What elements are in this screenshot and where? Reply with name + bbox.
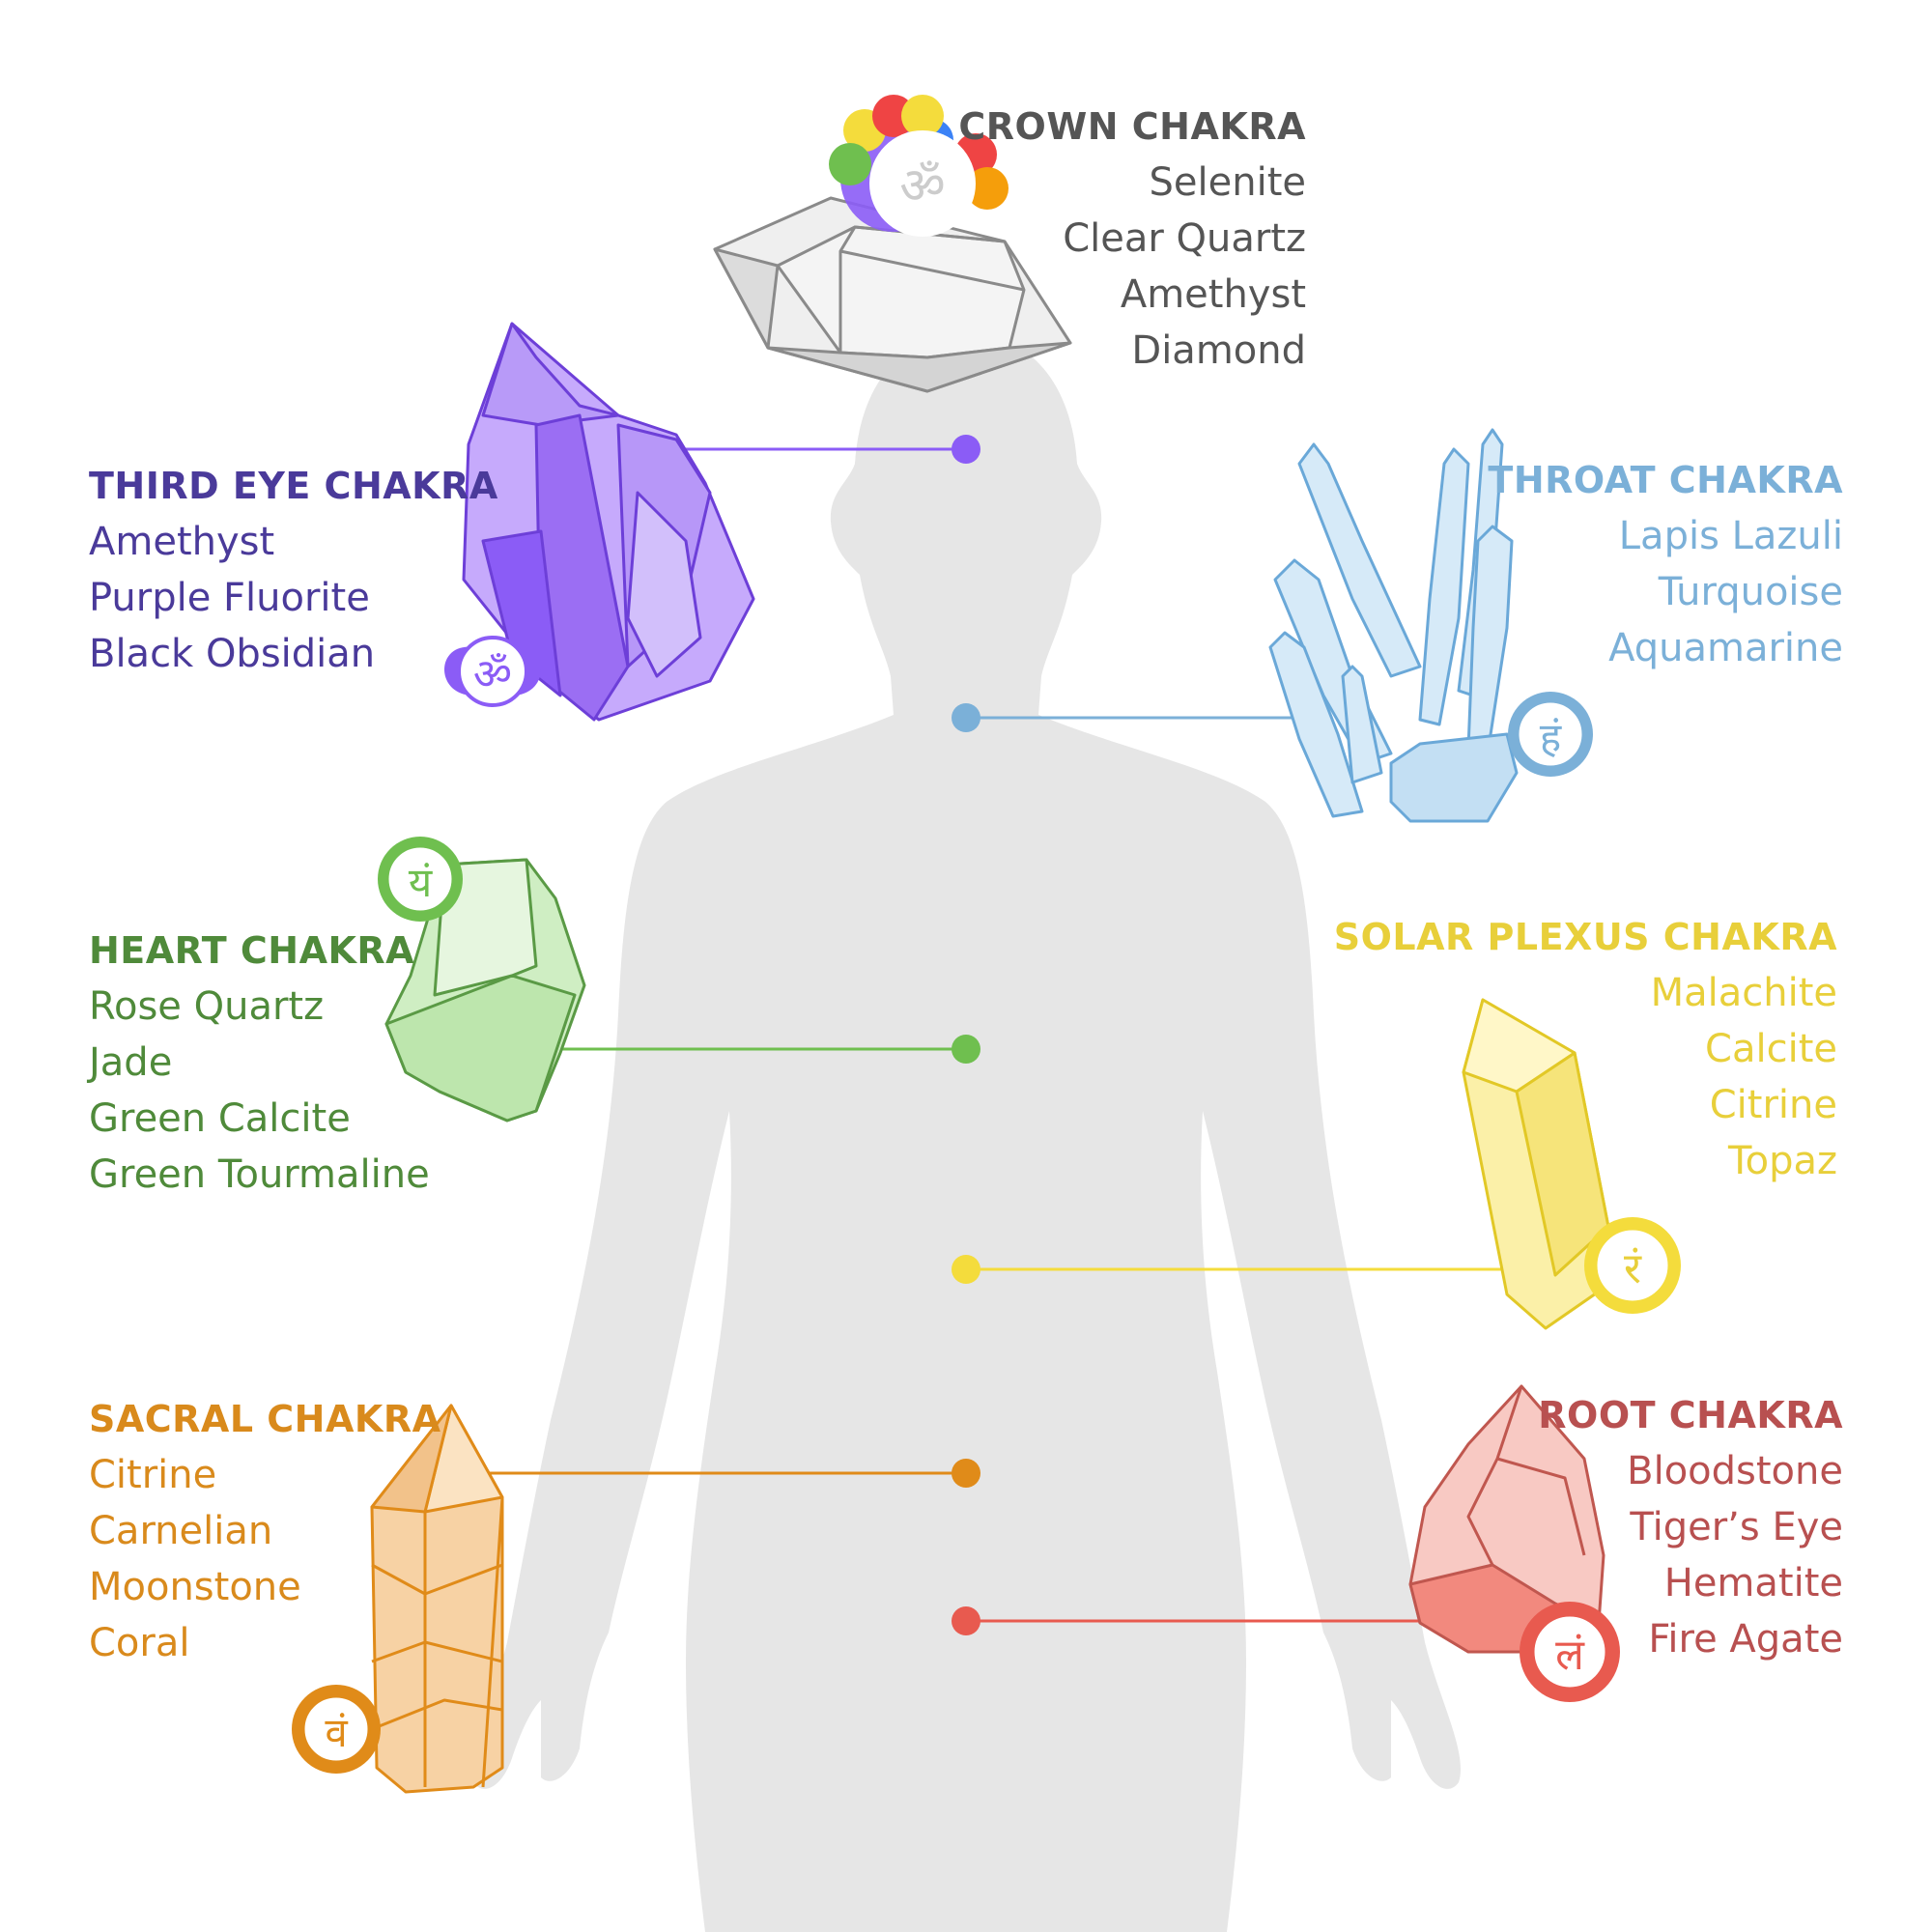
- crown-title: CROWN CHAKRA: [958, 105, 1306, 148]
- third-eye-stone: Purple Fluorite: [89, 576, 370, 620]
- solar-plexus-symbol: रं: [1624, 1244, 1642, 1293]
- root-title: ROOT CHAKRA: [1538, 1394, 1843, 1436]
- throat-stone: Lapis Lazuli: [1618, 514, 1843, 558]
- heart-symbol-icon: यं: [378, 837, 463, 922]
- root-stone: Bloodstone: [1627, 1449, 1843, 1493]
- connector-throat: [952, 703, 1294, 732]
- solar-plexus-stone: Malachite: [1650, 971, 1837, 1015]
- heart-label: HEART CHAKRA Rose Quartz Jade Green Calc…: [89, 923, 430, 1203]
- sacral-title: SACRAL CHAKRA: [89, 1398, 441, 1440]
- sacral-symbol: वं: [325, 1709, 348, 1756]
- body-silhouette: [471, 333, 1461, 1932]
- crown-stone: Amethyst: [1120, 272, 1306, 317]
- sacral-stone: Carnelian: [89, 1509, 273, 1553]
- root-stone: Fire Agate: [1648, 1617, 1843, 1662]
- throat-symbol: हं: [1540, 714, 1562, 761]
- heart-stone: Rose Quartz: [89, 984, 325, 1029]
- crown-stone: Selenite: [1149, 160, 1306, 205]
- crown-stone: Diamond: [1131, 328, 1306, 373]
- root-stone: Hematite: [1663, 1561, 1843, 1605]
- throat-symbol-icon: हं: [1508, 692, 1593, 777]
- root-label: ROOT CHAKRA Bloodstone Tiger’s Eye Hemat…: [1538, 1387, 1843, 1667]
- solar-plexus-label: SOLAR PLEXUS CHAKRA Malachite Calcite Ci…: [1334, 909, 1837, 1189]
- heart-stone: Jade: [89, 1040, 173, 1085]
- throat-stone: Aquamarine: [1608, 626, 1843, 670]
- solar-plexus-symbol-icon: रं: [1584, 1217, 1681, 1314]
- heart-stone: Green Tourmaline: [89, 1152, 430, 1197]
- sacral-stone: Coral: [89, 1621, 190, 1665]
- solar-plexus-stone: Citrine: [1709, 1083, 1837, 1127]
- heart-title: HEART CHAKRA: [89, 929, 415, 972]
- crown-symbol: ॐ: [899, 157, 945, 215]
- crown-stone: Clear Quartz: [1063, 216, 1306, 261]
- crown-label: CROWN CHAKRA Selenite Clear Quartz Ameth…: [958, 99, 1306, 379]
- third-eye-stone: Amethyst: [89, 520, 275, 564]
- connector-root: [952, 1606, 1420, 1635]
- sacral-symbol-icon: वं: [292, 1685, 381, 1774]
- solar-plexus-title: SOLAR PLEXUS CHAKRA: [1333, 916, 1837, 958]
- throat-label: THROAT CHAKRA Lapis Lazuli Turquoise Aqu…: [1488, 452, 1843, 676]
- third-eye-stone: Black Obsidian: [89, 632, 376, 676]
- third-eye-title: THIRD EYE CHAKRA: [89, 465, 498, 507]
- root-symbol: लं: [1555, 1631, 1585, 1680]
- solar-plexus-stone: Calcite: [1705, 1027, 1837, 1071]
- connector-heart: [555, 1035, 980, 1064]
- root-symbol-icon: लं: [1520, 1602, 1620, 1702]
- solar-plexus-stone: Topaz: [1727, 1139, 1837, 1183]
- sacral-crystal-illustration: [370, 1404, 504, 1794]
- throat-crystal-illustration: [1268, 428, 1519, 823]
- sacral-stone: Citrine: [89, 1453, 217, 1497]
- third-eye-crystal-illustration: [462, 322, 755, 722]
- heart-stone: Green Calcite: [89, 1096, 351, 1141]
- sacral-stone: Moonstone: [89, 1565, 301, 1609]
- heart-crystal-illustration: [384, 858, 586, 1122]
- connector-third-eye: [676, 435, 980, 464]
- root-stone: Tiger’s Eye: [1630, 1505, 1843, 1549]
- sacral-label: SACRAL CHAKRA Citrine Carnelian Moonston…: [89, 1391, 441, 1671]
- heart-symbol: यं: [409, 859, 433, 906]
- connector-solar-plexus: [952, 1255, 1507, 1284]
- third-eye-symbol-icon: ॐ: [444, 636, 541, 707]
- throat-stone: Turquoise: [1658, 570, 1843, 614]
- throat-title: THROAT CHAKRA: [1488, 459, 1843, 501]
- third-eye-label: THIRD EYE CHAKRA Amethyst Purple Fluorit…: [89, 458, 498, 682]
- crown-lotus-icon: ॐ: [829, 95, 1009, 237]
- solar-plexus-crystal-illustration: [1462, 998, 1610, 1330]
- connector-sacral: [483, 1459, 980, 1488]
- third-eye-symbol: ॐ: [473, 650, 512, 699]
- crown-crystal-illustration: [713, 196, 1072, 393]
